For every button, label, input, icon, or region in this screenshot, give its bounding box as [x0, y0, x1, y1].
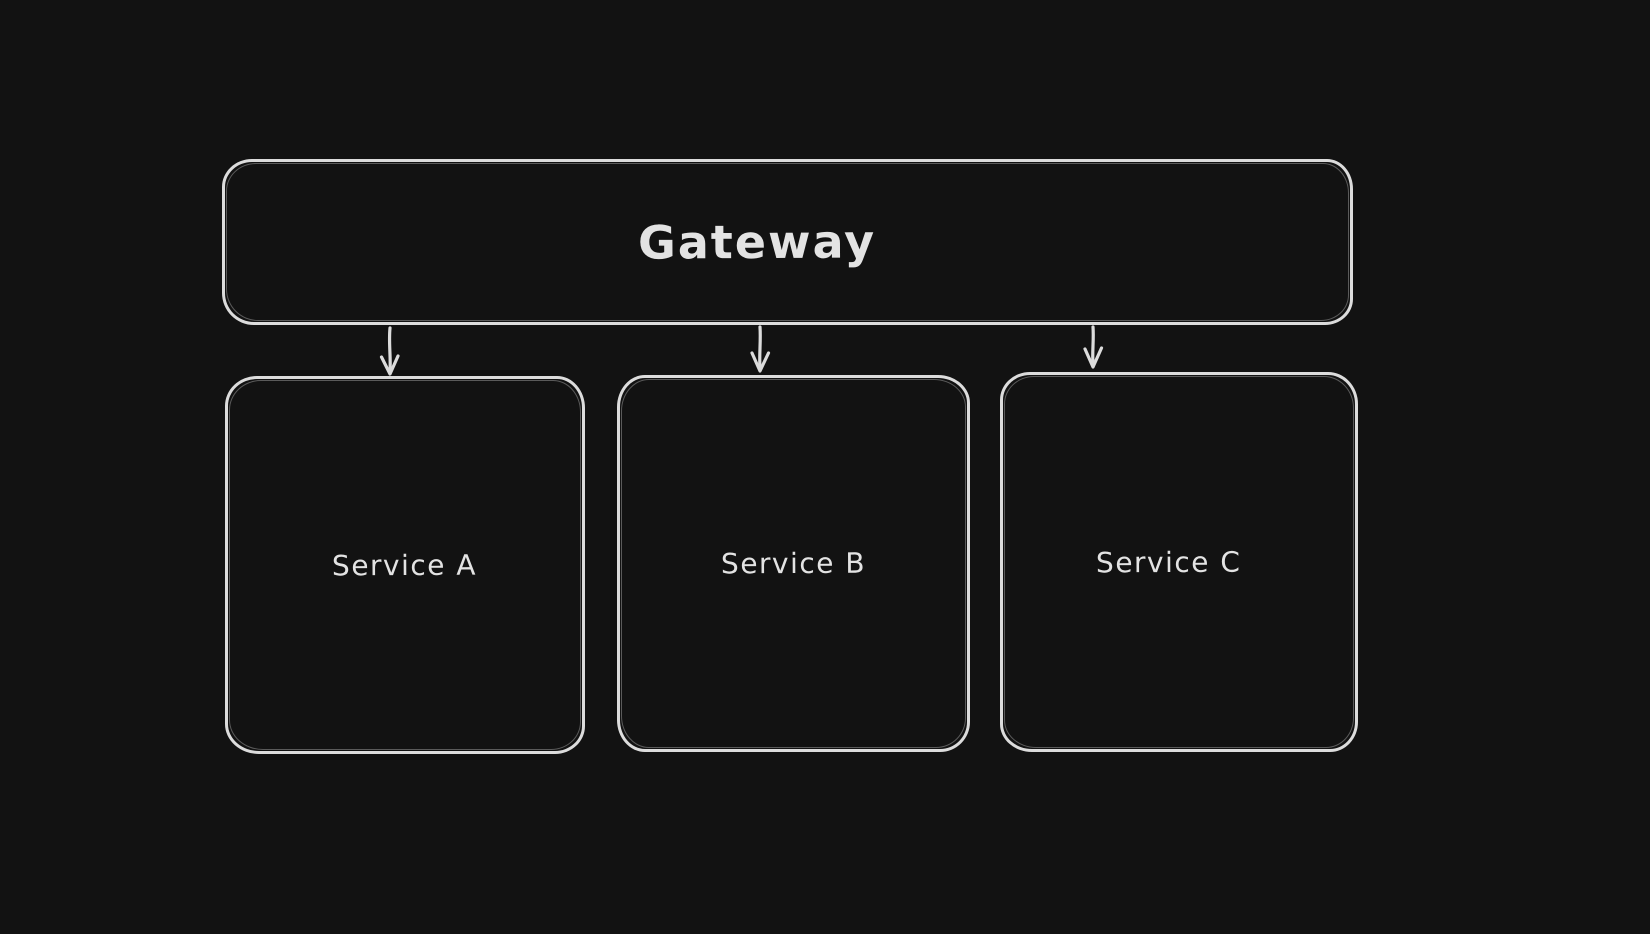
- node-service-b[interactable]: Service B: [617, 375, 970, 752]
- node-service-b-label: Service B: [720, 546, 867, 581]
- node-service-c[interactable]: Service C: [1000, 372, 1358, 752]
- node-gateway[interactable]: Gateway: [222, 159, 1353, 325]
- node-service-a-label: Service A: [332, 548, 478, 582]
- node-gateway-label: Gateway: [638, 214, 877, 270]
- node-service-a[interactable]: Service A: [225, 376, 585, 754]
- arrow-gateway-to-service-c[interactable]: [1083, 325, 1104, 369]
- arrow-gateway-to-service-b[interactable]: [750, 325, 771, 373]
- node-service-c-label: Service C: [1096, 545, 1242, 579]
- arrow-gateway-to-service-a[interactable]: [379, 326, 400, 376]
